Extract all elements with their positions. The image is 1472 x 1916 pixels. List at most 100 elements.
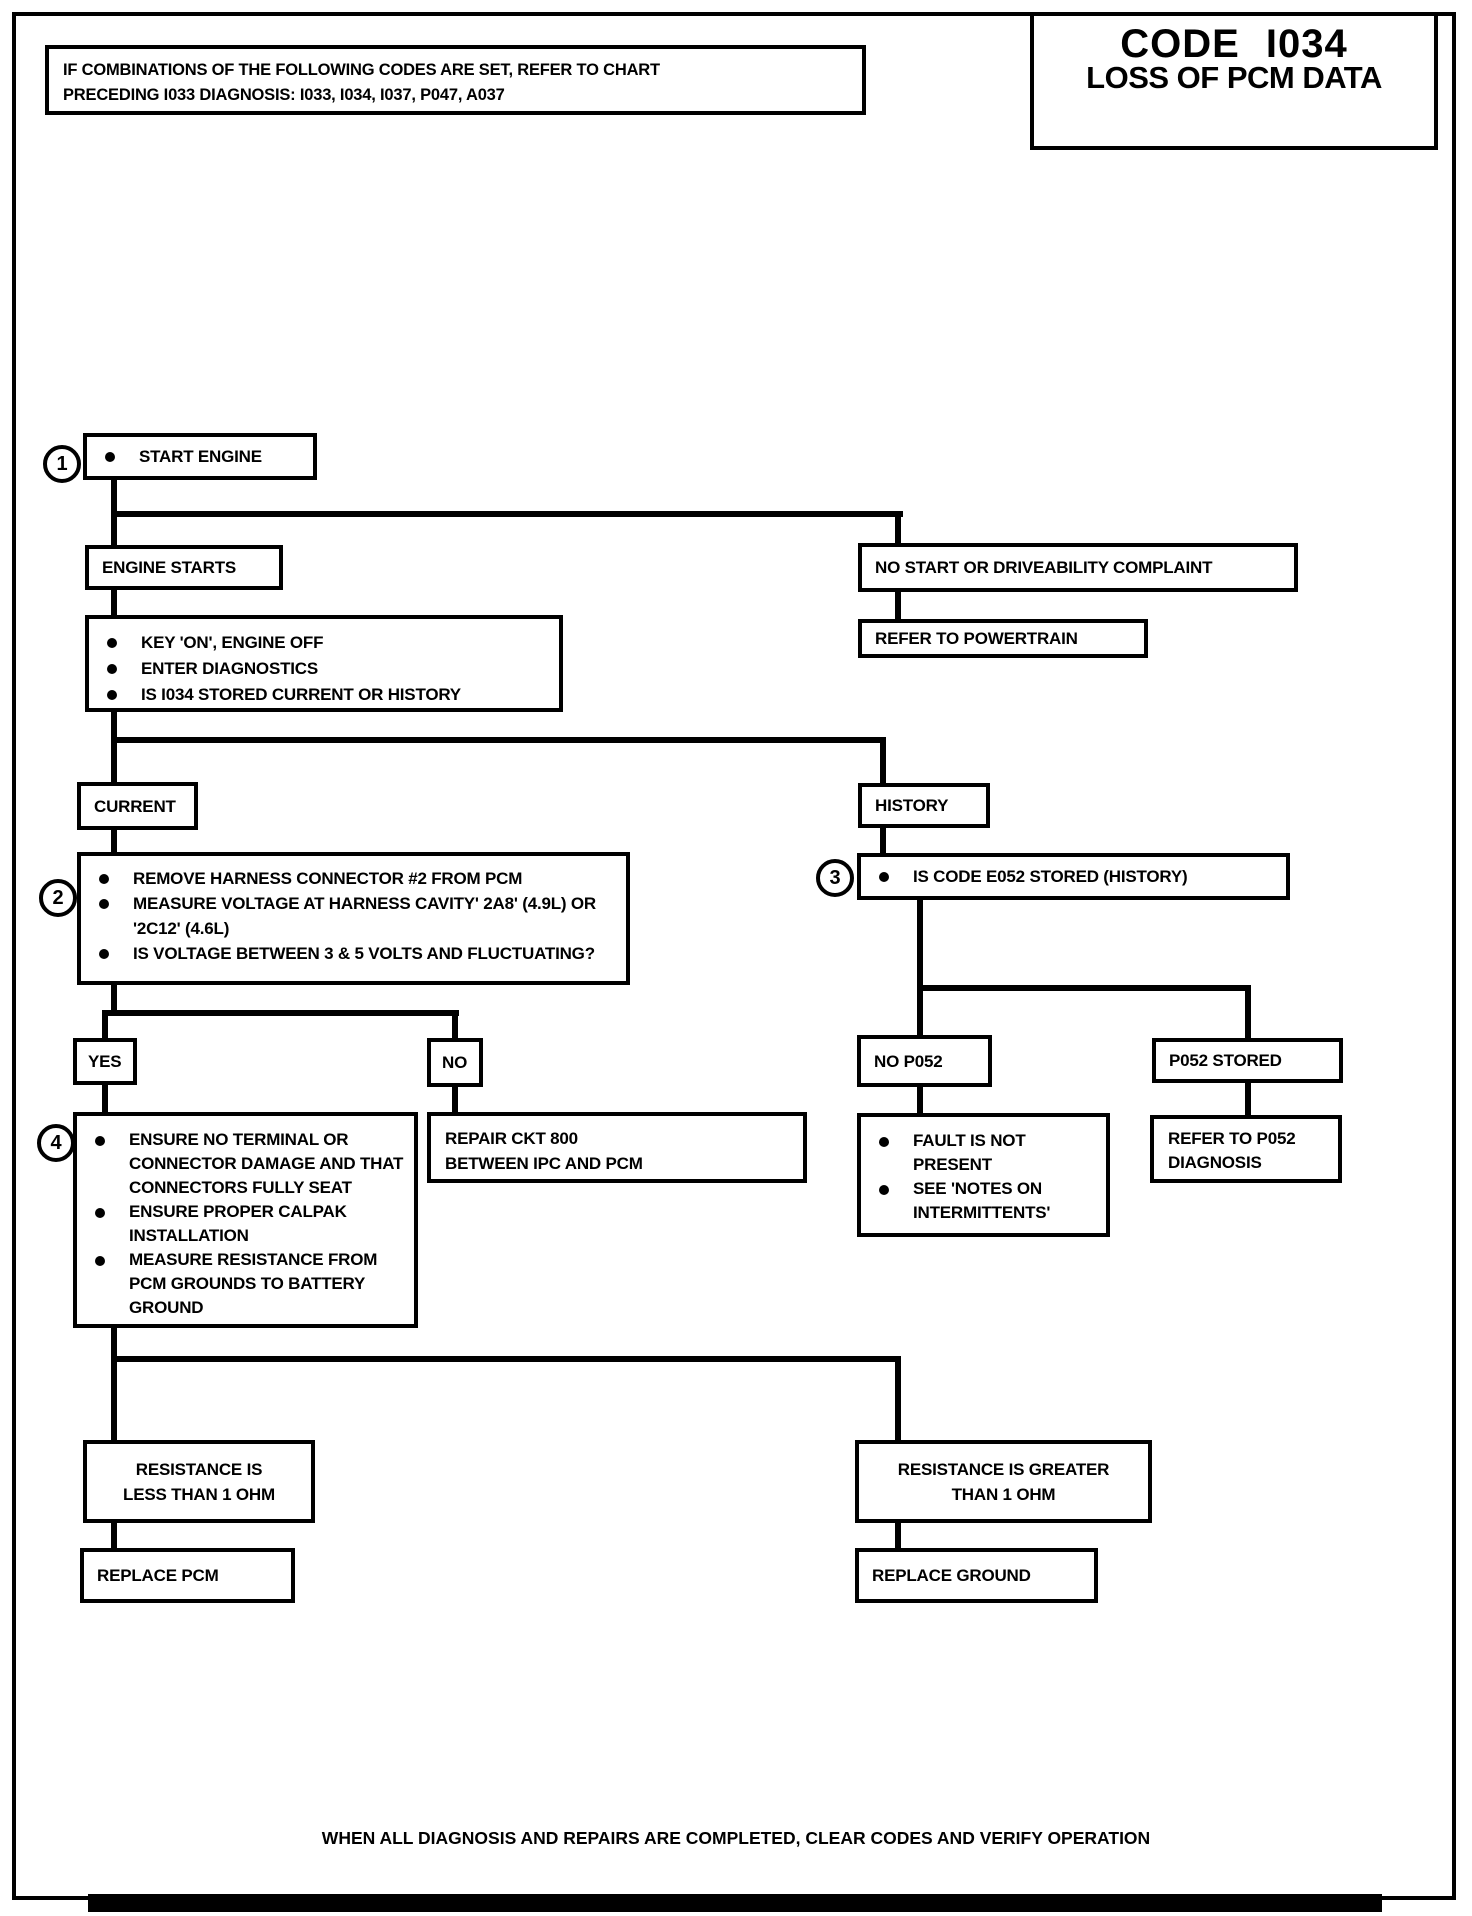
flow-line (917, 985, 1251, 991)
node-text: FAULT IS NOT PRESENT (913, 1131, 1026, 1174)
bullet-icon (99, 866, 133, 884)
node-text: NO (442, 1053, 468, 1072)
node-resistance-less: RESISTANCE IS LESS THAN 1 OHM (83, 1440, 315, 1523)
flow-line (452, 1010, 458, 1040)
node-text: NO START OR DRIVEABILITY COMPLAINT (875, 558, 1213, 577)
node-step3-e052: IS CODE E052 STORED (HISTORY) (857, 853, 1290, 900)
node-start-engine: START ENGINE (83, 433, 317, 480)
node-engine-starts: ENGINE STARTS (85, 545, 283, 590)
node-no-start-complaint: NO START OR DRIVEABILITY COMPLAINT (858, 543, 1298, 592)
node-text: REFER TO POWERTRAIN (875, 629, 1078, 648)
flow-line (111, 983, 117, 1016)
node-text: CURRENT (94, 796, 176, 816)
bullet-icon (879, 1177, 913, 1195)
bullet-icon (95, 1248, 129, 1266)
bullet-icon (879, 1129, 913, 1147)
node-text: SEE 'NOTES ON INTERMITTENTS' (913, 1179, 1051, 1222)
node-text: RESISTANCE IS GREATER THAN 1 OHM (897, 1459, 1110, 1504)
node-text: START ENGINE (139, 447, 262, 466)
node-text: REPLACE GROUND (872, 1566, 1031, 1585)
flow-line (452, 1085, 458, 1114)
flow-line (895, 1521, 901, 1550)
node-refer-p052: REFER TO P052 DIAGNOSIS (1150, 1115, 1342, 1183)
node-text: RESISTANCE IS LESS THAN 1 OHM (123, 1459, 275, 1504)
flow-line (102, 1083, 108, 1114)
flow-line (880, 740, 886, 785)
flow-line (917, 1085, 923, 1115)
node-current: CURRENT (77, 782, 198, 830)
node-fault-not-present: FAULT IS NOT PRESENT SEE 'NOTES ON INTER… (857, 1113, 1110, 1237)
bullet-icon (99, 891, 133, 909)
node-refer-powertrain: REFER TO POWERTRAIN (858, 619, 1148, 658)
node-text: REMOVE HARNESS CONNECTOR #2 FROM PCM (133, 869, 523, 888)
node-text: ENGINE STARTS (102, 558, 237, 577)
footer-note: WHEN ALL DIAGNOSIS AND REPAIRS ARE COMPL… (321, 1828, 1151, 1848)
node-text: ENSURE PROPER CALPAK INSTALLATION (129, 1202, 347, 1245)
node-repair-ckt-800: REPAIR CKT 800 BETWEEN IPC AND PCM (427, 1112, 807, 1183)
node-text: ENTER DIAGNOSTICS (141, 659, 319, 678)
node-p052-stored: P052 STORED (1152, 1038, 1343, 1083)
step-number: 3 (829, 866, 841, 889)
node-text: REPLACE PCM (97, 1566, 219, 1585)
step-marker-3: 3 (816, 859, 854, 897)
bullet-icon (107, 656, 141, 674)
node-yes: YES (73, 1038, 137, 1085)
flow-line (880, 826, 886, 855)
node-replace-pcm: REPLACE PCM (80, 1548, 295, 1603)
node-text: REFER TO P052 DIAGNOSIS (1168, 1129, 1296, 1172)
node-text: REPAIR CKT 800 BETWEEN IPC AND PCM (445, 1129, 643, 1173)
node-resistance-greater: RESISTANCE IS GREATER THAN 1 OHM (855, 1440, 1152, 1523)
code-title: CODE I034 (1120, 22, 1348, 66)
flow-line (111, 511, 903, 517)
flow-line (895, 511, 901, 545)
node-text: IS VOLTAGE BETWEEN 3 & 5 VOLTS AND FLUCT… (133, 944, 595, 963)
flow-line (895, 1356, 901, 1442)
node-text: IS I034 STORED CURRENT OR HISTORY (141, 685, 461, 704)
node-text: YES (88, 1052, 122, 1071)
flow-line (111, 1326, 117, 1360)
step-number: 1 (56, 452, 68, 475)
flow-line (1245, 985, 1251, 1040)
node-step2-checks: REMOVE HARNESS CONNECTOR #2 FROM PCM MEA… (77, 852, 630, 985)
node-text: HISTORY (875, 796, 949, 815)
flow-line (895, 590, 901, 621)
flow-line (1245, 1081, 1251, 1117)
flow-line (111, 1521, 117, 1550)
bottom-bar (88, 1894, 1382, 1912)
node-step4-checks: ENSURE NO TERMINAL OR CONNECTOR DAMAGE A… (73, 1112, 418, 1328)
node-history: HISTORY (858, 783, 990, 828)
note-line-2: PRECEDING I033 DIAGNOSIS: I033, I034, I0… (63, 86, 505, 104)
node-text: NO P052 (874, 1051, 943, 1071)
node-text: P052 STORED (1169, 1051, 1282, 1070)
node-no: NO (427, 1038, 483, 1087)
bullet-icon (107, 630, 141, 648)
node-text: MEASURE RESISTANCE FROM PCM GROUNDS TO B… (129, 1250, 378, 1317)
step-marker-1: 1 (43, 445, 81, 483)
flow-line (111, 737, 886, 743)
node-no-p052: NO P052 (857, 1035, 992, 1087)
node-text: MEASURE VOLTAGE AT HARNESS CAVITY' 2A8' … (133, 894, 596, 938)
step-number: 4 (50, 1131, 62, 1154)
flow-line (917, 898, 923, 1037)
bullet-icon (95, 1128, 129, 1146)
node-text: ENSURE NO TERMINAL OR CONNECTOR DAMAGE A… (129, 1130, 404, 1197)
code-subtitle: LOSS OF PCM DATA (1086, 60, 1382, 95)
bullet-icon (95, 1200, 129, 1218)
step-marker-2: 2 (39, 879, 77, 917)
note-box: IF COMBINATIONS OF THE FOLLOWING CODES A… (45, 45, 866, 115)
flow-line (102, 1010, 459, 1016)
node-text: IS CODE E052 STORED (HISTORY) (913, 867, 1188, 886)
node-key-on-diagnostics: KEY 'ON', ENGINE OFF ENTER DIAGNOSTICS I… (85, 615, 563, 712)
flow-line (111, 1356, 901, 1362)
bullet-icon (99, 941, 133, 959)
flow-line (111, 710, 117, 786)
step-number: 2 (52, 886, 64, 909)
flow-line (102, 1010, 108, 1040)
bullet-icon (879, 864, 913, 882)
node-replace-ground: REPLACE GROUND (855, 1548, 1098, 1603)
note-line-1: IF COMBINATIONS OF THE FOLLOWING CODES A… (63, 61, 660, 79)
bullet-icon (105, 444, 139, 462)
flow-line (111, 588, 117, 617)
title-box: CODE I034 LOSS OF PCM DATA (1030, 12, 1438, 150)
